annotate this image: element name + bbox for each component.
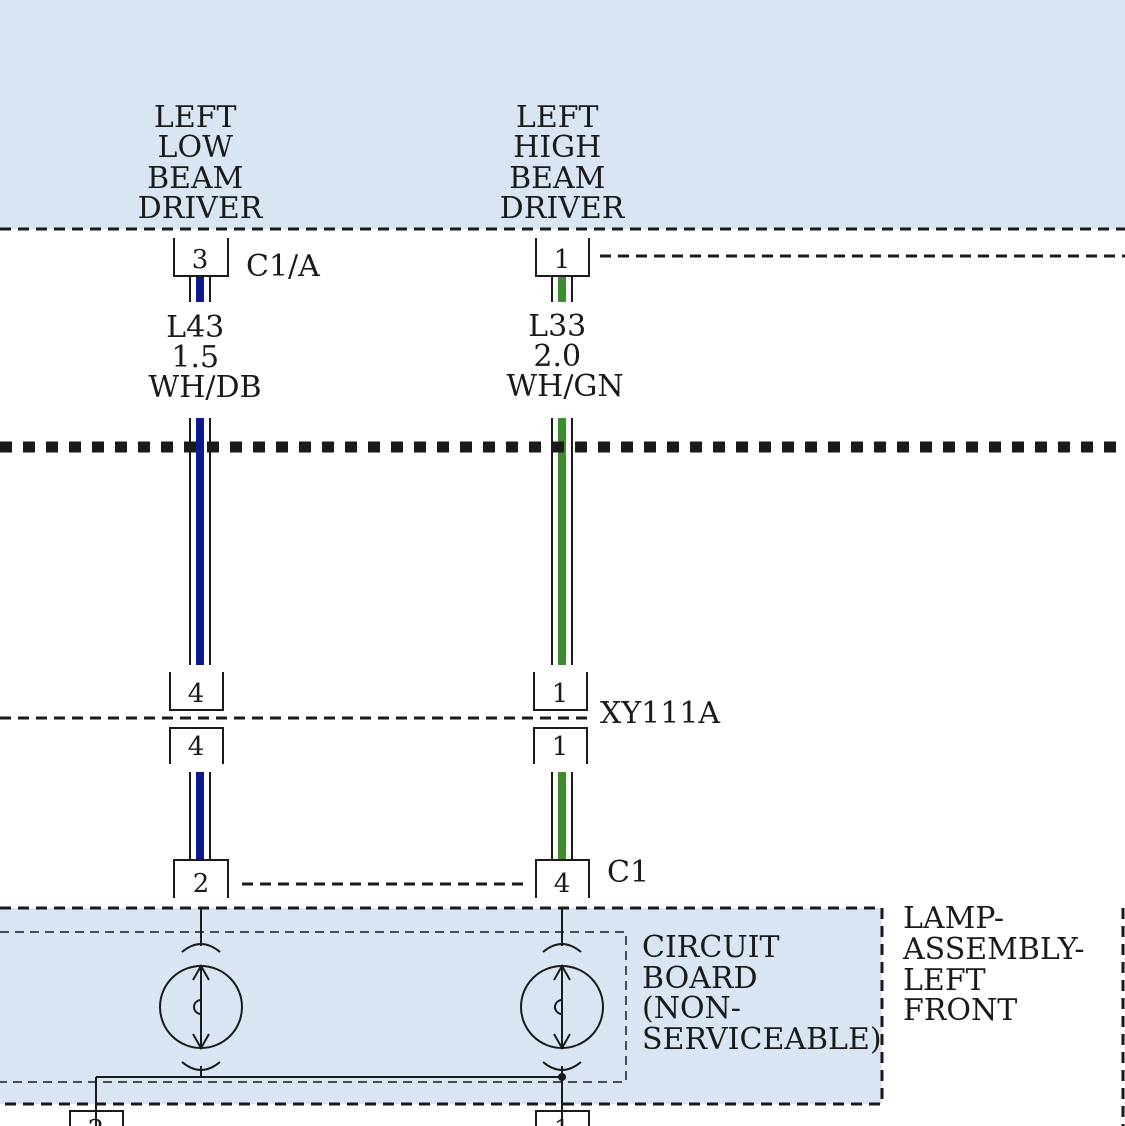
wire-high-color-code: WH/GN	[506, 369, 623, 404]
connector-c1: 2 4 C1	[173, 855, 649, 899]
wire-low-label: L43 1.5 WH/DB	[148, 310, 261, 405]
bottom-left-pin: 2	[88, 1115, 105, 1126]
connector-xy111a: 4 1 XY111A 4 1	[0, 672, 720, 764]
ground-bus	[95, 1073, 566, 1126]
assembly-line-4: FRONT	[903, 993, 1017, 1028]
xy-low-bottom-pin: 4	[188, 732, 205, 762]
c1-high-pin: 4	[554, 869, 571, 899]
high-beam-bulb	[520, 908, 604, 1077]
connector-bottom: 2 1	[69, 1110, 590, 1126]
c1-low-pin: 2	[193, 869, 210, 899]
wire-low-size: 1.5	[171, 340, 219, 375]
lamp-assembly-boundary	[0, 906, 884, 1106]
xy-low-top-pin: 4	[188, 679, 205, 709]
c1a-low-pin: 3	[192, 245, 209, 275]
high-driver-line-1: LEFT	[516, 100, 599, 135]
assembly-line-3: LEFT	[903, 963, 986, 998]
board-line-1: CIRCUIT	[642, 930, 780, 965]
xy-high-top-pin: 1	[552, 679, 569, 709]
c1a-high-pin: 1	[554, 245, 571, 275]
c1-label: C1	[607, 855, 649, 890]
low-driver-line-1: LEFT	[154, 100, 237, 135]
c1a-label: C1/A	[246, 249, 320, 284]
xy-high-bottom-pin: 1	[552, 732, 569, 762]
low-driver-line-3: BEAM	[147, 161, 243, 196]
wire-low-color-code: WH/DB	[148, 370, 261, 405]
wire-low-beam	[189, 276, 211, 860]
lamp-assembly-fill	[0, 908, 882, 1104]
board-line-4: SERVICEABLE)	[642, 1022, 882, 1057]
low-driver-line-4: DRIVER	[138, 191, 264, 226]
wire-high-label: L33 2.0 WH/GN	[506, 309, 623, 404]
board-line-3: (NON-	[642, 991, 741, 1026]
high-driver-line-2: HIGH	[513, 130, 601, 165]
low-beam-driver-label: LEFT LOW BEAM DRIVER	[138, 100, 264, 226]
high-beam-driver-label: LEFT HIGH BEAM DRIVER	[500, 100, 626, 226]
connector-c1a: 3 1 C1/A	[173, 238, 1125, 284]
lamp-assembly-label: LAMP- ASSEMBLY- LEFT FRONT	[902, 901, 1094, 1028]
module-fill	[0, 0, 1125, 229]
wire-high-beam	[551, 276, 573, 860]
low-beam-bulb	[159, 908, 243, 1077]
board-line-2: BOARD	[642, 961, 758, 996]
low-driver-line-2: LOW	[158, 130, 234, 165]
assembly-line-2: ASSEMBLY-	[902, 932, 1085, 967]
wire-high-size: 2.0	[533, 339, 581, 374]
high-driver-line-3: BEAM	[509, 161, 605, 196]
high-driver-line-4: DRIVER	[500, 191, 626, 226]
xy111a-label: XY111A	[600, 696, 720, 731]
wire-low-circuit: L43	[166, 310, 224, 345]
bottom-right-pin: 1	[554, 1115, 571, 1126]
wire-high-circuit: L33	[528, 309, 586, 344]
assembly-line-1: LAMP-	[903, 901, 1004, 936]
circuit-board-label: CIRCUIT BOARD (NON- SERVICEABLE)	[642, 930, 882, 1057]
circuit-board-boundary	[0, 931, 627, 1083]
